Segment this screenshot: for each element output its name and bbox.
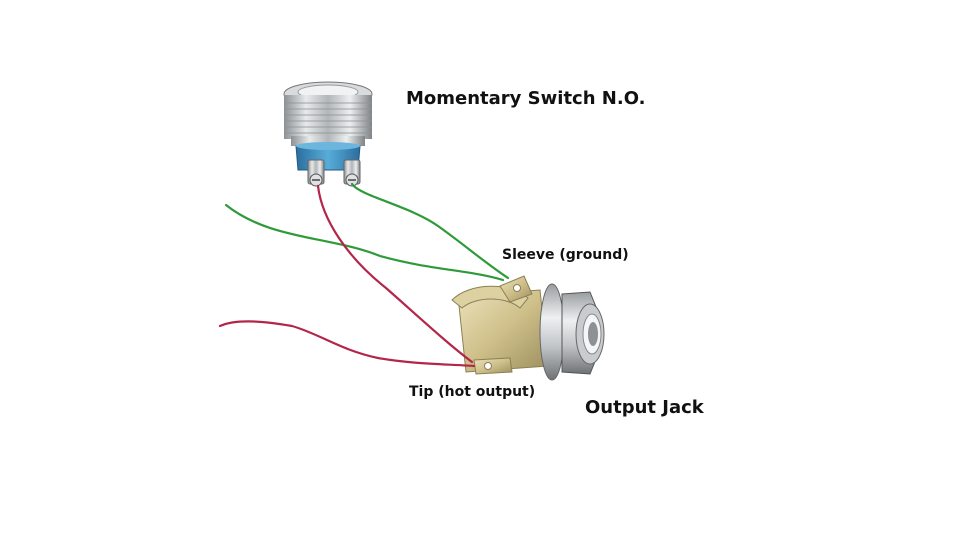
hot-wire-switch-to-tip bbox=[316, 184, 474, 364]
hot-wires bbox=[218, 184, 476, 368]
jack-label: Output Jack bbox=[585, 397, 705, 418]
switch-label: Momentary Switch N.O. bbox=[406, 88, 645, 109]
ground-wire-external bbox=[224, 203, 505, 282]
ground-wire-switch-to-sleeve bbox=[350, 182, 510, 280]
ground-wires bbox=[224, 182, 510, 282]
momentary-switch bbox=[283, 81, 373, 187]
output-jack bbox=[451, 275, 605, 381]
hot-wire-external bbox=[218, 320, 476, 368]
sleeve-label: Sleeve (ground) bbox=[502, 247, 629, 263]
tip-label: Tip (hot output) bbox=[409, 384, 535, 400]
quarter-inch-output-jack-icon bbox=[451, 275, 605, 381]
momentary-pushbutton-switch-icon bbox=[283, 81, 373, 187]
